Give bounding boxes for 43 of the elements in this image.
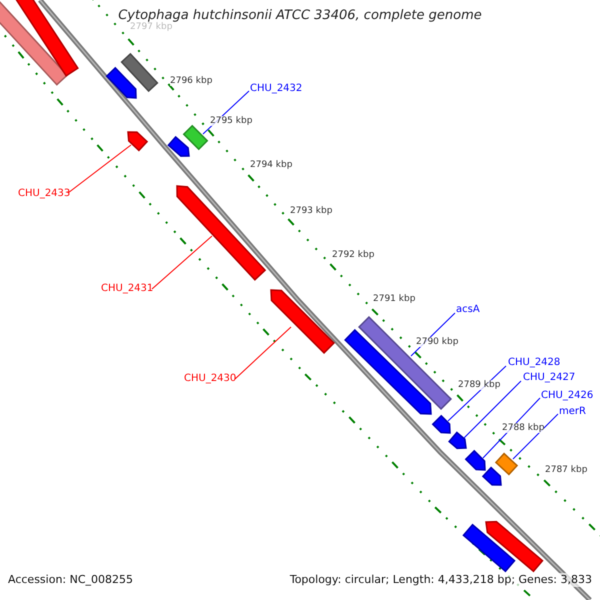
gene-label: CHU_2431 xyxy=(101,283,154,294)
gene-block xyxy=(448,431,467,450)
gene-bar xyxy=(494,452,518,476)
gene-bar xyxy=(462,524,516,572)
gene-label: CHU_2427 xyxy=(523,372,576,383)
gene-bar xyxy=(0,0,68,86)
gene-label: CHU_2432 xyxy=(250,83,302,94)
leader-line xyxy=(234,326,292,380)
gene-label: merR xyxy=(559,406,586,417)
gene-block xyxy=(167,136,190,157)
gene-block xyxy=(432,414,451,434)
gene-block xyxy=(127,131,148,152)
scale-label: 2792 kbp xyxy=(332,250,374,260)
scale-label: 2788 kbp xyxy=(502,423,544,433)
scale-label: 2797 kbp xyxy=(130,22,172,32)
scale-label: 2793 kbp xyxy=(290,206,332,216)
gene-label: CHU_2430 xyxy=(184,373,236,384)
scale-label: 2790 kbp xyxy=(416,337,458,347)
scale-label: 2789 kbp xyxy=(458,380,500,390)
gene-block xyxy=(485,520,544,572)
leader-line xyxy=(68,144,132,194)
scale-label: 2791 kbp xyxy=(373,294,416,304)
leader-line xyxy=(464,380,522,438)
gene-block xyxy=(106,66,137,99)
genome-summary-text: Topology: circular; Length: 4,433,218 bp; Genes: 3,833 xyxy=(290,573,592,587)
scale-label: 2796 kbp xyxy=(170,76,212,86)
gene-block xyxy=(270,289,336,354)
gene-block xyxy=(176,185,266,281)
leader-line xyxy=(152,236,212,290)
gene-bar xyxy=(120,52,158,92)
gene-label: CHU_2428 xyxy=(508,357,560,368)
gene-block xyxy=(464,450,486,471)
gene-bar xyxy=(182,124,208,150)
gene-label: CHU_2433 xyxy=(18,188,70,199)
title: Cytophaga hutchinsonii ATCC 33406, complete genome xyxy=(117,8,483,23)
scale-label: 2787 kbp xyxy=(545,465,588,475)
gene-label: CHU_2426 xyxy=(541,390,594,401)
gene-label: acsA xyxy=(456,304,480,315)
leader-line xyxy=(512,414,558,460)
scale-label: 2794 kbp xyxy=(250,160,292,170)
gene-block xyxy=(482,466,502,486)
accession-text: Accession: NC_008255 xyxy=(8,573,134,587)
scale-label: 2795 kbp xyxy=(210,116,252,126)
